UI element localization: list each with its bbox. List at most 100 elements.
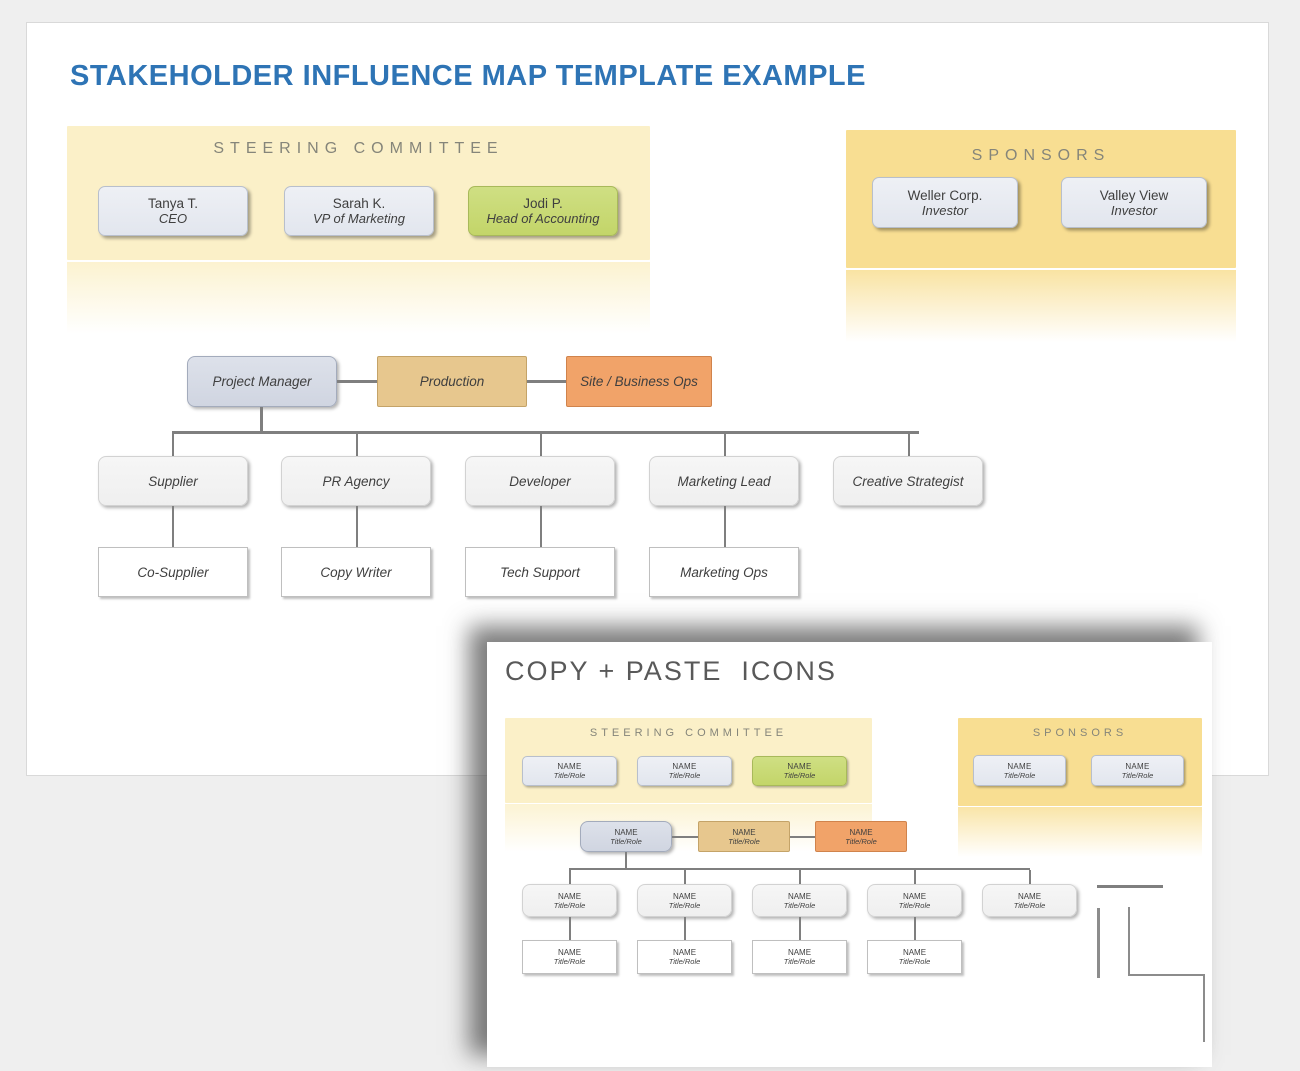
org-box-supplier[interactable]: Supplier	[98, 456, 248, 506]
mini-org-role: Title/Role	[783, 900, 816, 910]
connector-pm-drop	[260, 407, 263, 431]
org-label: Tech Support	[500, 564, 580, 580]
copy-paste-icons-panel	[487, 642, 1212, 1067]
org-label: Site / Business Ops	[580, 374, 698, 389]
mini-org-role: Title/Role	[553, 957, 586, 966]
connector-supplier-cosupplier	[172, 506, 174, 547]
mini-org-role: Title/Role	[610, 836, 642, 846]
member-box-tanya[interactable]: Tanya T. CEO	[98, 186, 248, 236]
org-box-tech-support[interactable]: Tech Support	[465, 547, 615, 597]
elbow-connector-icon[interactable]	[1128, 907, 1205, 1042]
org-box-copy-writer[interactable]: Copy Writer	[281, 547, 431, 597]
org-label: Creative Strategist	[852, 473, 964, 489]
mini-org-role: Title/Role	[668, 900, 701, 910]
sponsor-box-valleyview[interactable]: Valley View Investor	[1061, 177, 1207, 228]
org-box-pr-agency[interactable]: PR Agency	[281, 456, 431, 506]
org-box-site-business-ops[interactable]: Site / Business Ops	[566, 356, 712, 407]
mini-member-role: Title/Role	[783, 771, 816, 780]
mini-org-box[interactable]: NAME Title/Role	[867, 884, 962, 917]
mini-org-name: NAME	[902, 948, 927, 957]
mini-org-box[interactable]: NAME Title/Role	[637, 884, 732, 917]
connector-pragency-copywriter	[356, 506, 358, 547]
mini-org-box-orange[interactable]: NAME Title/Role	[815, 821, 907, 852]
mini-member-name: NAME	[787, 762, 812, 771]
connector-drop-creative-strategist	[908, 433, 910, 456]
org-label: PR Agency	[322, 473, 390, 489]
mini-org-name: NAME	[1017, 891, 1042, 901]
mini-bus-drop	[684, 870, 686, 884]
mini-org-role: Title/Role	[898, 900, 931, 910]
mini-member-box[interactable]: NAME Title/Role	[522, 756, 617, 786]
mini-org-box[interactable]: NAME Title/Role	[522, 884, 617, 917]
mini-member-box-green[interactable]: NAME Title/Role	[752, 756, 847, 786]
horizontal-line-icon[interactable]	[1097, 885, 1163, 888]
mini-bus-drop	[1029, 870, 1031, 884]
mini-connector-2	[790, 836, 815, 838]
org-label: Marketing Lead	[677, 473, 771, 489]
mini-org-box[interactable]: NAME Title/Role	[752, 884, 847, 917]
sponsor-name: Weller Corp.	[907, 187, 983, 203]
mini-org-box-white[interactable]: NAME Title/Role	[752, 940, 847, 974]
steering-committee-title: STEERING COMMITTEE	[213, 140, 504, 157]
mini-connector-bus	[569, 868, 1030, 870]
mini-org-role: Title/Role	[845, 836, 877, 846]
mini-org-box-white[interactable]: NAME Title/Role	[867, 940, 962, 974]
connector-developer-techsupport	[540, 506, 542, 547]
org-box-production[interactable]: Production	[377, 356, 527, 407]
mini-org-box-white[interactable]: NAME Title/Role	[522, 940, 617, 974]
mini-org-role: Title/Role	[553, 900, 586, 910]
mini-member-box[interactable]: NAME Title/Role	[637, 756, 732, 786]
org-box-developer[interactable]: Developer	[465, 456, 615, 506]
connector-bus	[172, 431, 919, 434]
mini-connector-1	[672, 836, 698, 838]
mini-org-box-white[interactable]: NAME Title/Role	[637, 940, 732, 974]
mini-org-box-blue[interactable]: NAME Title/Role	[580, 821, 672, 852]
elbow-segment-horizontal	[1128, 974, 1205, 976]
mini-sponsor-name: NAME	[1125, 761, 1150, 771]
mini-connector-drop	[625, 852, 627, 868]
mini-connector-vert	[569, 917, 571, 940]
mini-org-name: NAME	[614, 827, 638, 837]
connector-marketinglead-marketingops	[724, 506, 726, 547]
member-name: Sarah K.	[332, 196, 386, 211]
org-box-creative-strategist[interactable]: Creative Strategist	[833, 456, 983, 506]
mini-connector-vert	[914, 917, 916, 940]
member-box-jodi[interactable]: Jodi P. Head of Accounting	[468, 186, 618, 236]
mini-org-name: NAME	[672, 891, 697, 901]
connector-production-site	[527, 380, 566, 383]
mini-sponsor-box[interactable]: NAME Title/Role	[973, 755, 1066, 786]
mini-bus-drop	[799, 870, 801, 884]
mini-sponsor-role: Title/Role	[1003, 770, 1036, 780]
member-name: Tanya T.	[147, 196, 199, 211]
sponsors-title: SPONSORS	[971, 147, 1111, 164]
org-box-project-manager[interactable]: Project Manager	[187, 356, 337, 407]
org-label: Project Manager	[212, 374, 312, 389]
org-box-marketing-ops[interactable]: Marketing Ops	[649, 547, 799, 597]
mini-org-name: NAME	[787, 891, 812, 901]
member-box-sarah[interactable]: Sarah K. VP of Marketing	[284, 186, 434, 236]
mini-member-name: NAME	[557, 762, 582, 771]
mini-org-role: Title/Role	[728, 836, 760, 846]
connector-drop-supplier	[172, 433, 174, 456]
mini-org-role: Title/Role	[783, 957, 816, 966]
mini-member-role: Title/Role	[553, 771, 586, 780]
mini-sponsor-box[interactable]: NAME Title/Role	[1091, 755, 1184, 786]
member-name: Jodi P.	[523, 196, 563, 211]
mini-sponsor-name: NAME	[1007, 761, 1032, 771]
org-box-marketing-lead[interactable]: Marketing Lead	[649, 456, 799, 506]
mini-org-name: NAME	[672, 948, 697, 957]
copy-paste-heading: COPY + PASTE ICONS	[505, 656, 837, 686]
vertical-line-icon[interactable]	[1097, 908, 1100, 978]
org-label: Copy Writer	[320, 564, 392, 580]
connector-pm-production	[337, 380, 377, 383]
org-label: Co-Supplier	[137, 564, 209, 580]
org-box-co-supplier[interactable]: Co-Supplier	[98, 547, 248, 597]
org-label: Production	[419, 374, 485, 389]
elbow-segment-vertical-2	[1203, 974, 1205, 1042]
sponsor-box-weller[interactable]: Weller Corp. Investor	[872, 177, 1018, 228]
mini-org-box[interactable]: NAME Title/Role	[982, 884, 1077, 917]
mini-org-name: NAME	[902, 891, 927, 901]
mini-connector-vert	[799, 917, 801, 940]
mini-org-box-tan[interactable]: NAME Title/Role	[698, 821, 790, 852]
